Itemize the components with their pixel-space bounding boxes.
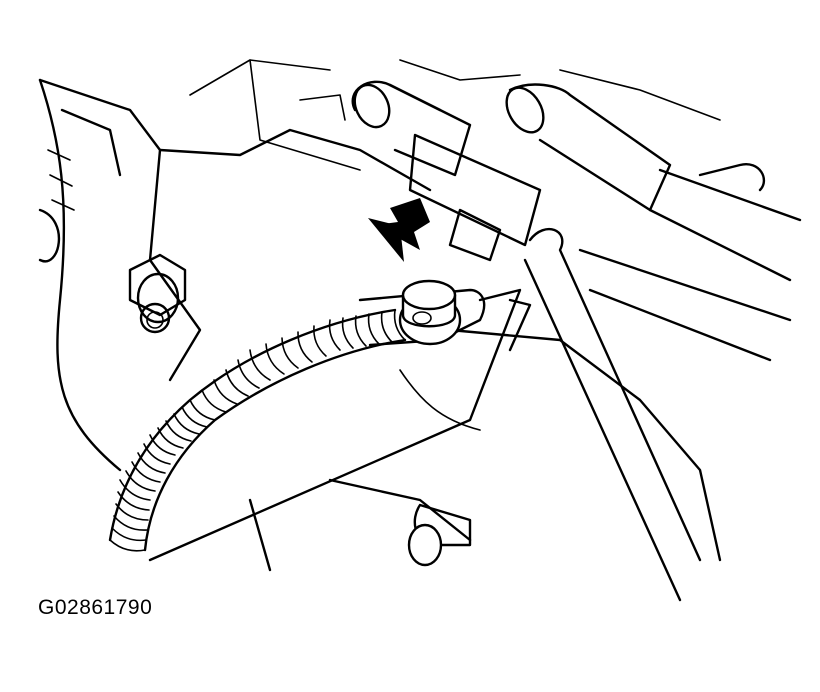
lower-housing [248,328,722,572]
harness-ring [281,337,299,369]
harness-ring [341,317,354,349]
engine-block [38,59,721,472]
harness-ring [137,452,166,474]
harness-ring [213,379,238,405]
harness-ring [111,527,147,542]
harness-ring [181,406,208,428]
harness-ring [173,413,200,435]
target-bolt [398,279,462,346]
arrow-down-left-icon [368,198,430,262]
harness-ring [367,313,380,345]
harness-ring [157,427,184,449]
harness-ring [265,343,285,375]
harness-ring [313,325,327,357]
harness-ring [201,389,227,413]
harness-ring [109,539,146,552]
harness-ring [249,349,271,381]
harness-ring [149,434,176,456]
ground-strap [148,288,532,562]
harness-ring [125,470,156,492]
harness-ring [113,515,148,531]
harness-ring [115,503,149,521]
harness-ring [354,315,367,347]
figure-caption: G02861790 [38,596,153,619]
harness-ring [328,319,341,351]
harness-ring [225,369,249,397]
harness-ring [393,309,406,341]
left-hex-bolt [128,253,187,334]
harness-ring [237,359,260,389]
harness-ring [380,311,393,343]
harness-ring [119,479,151,501]
harness-ring [297,331,313,363]
corrugated-harness [108,308,407,552]
upper-tubes [351,80,802,602]
harness-ring [131,461,161,483]
harness-ring [165,420,192,442]
harness-ring [143,443,171,465]
harness-ring [117,491,150,511]
harness-ring [189,399,216,421]
